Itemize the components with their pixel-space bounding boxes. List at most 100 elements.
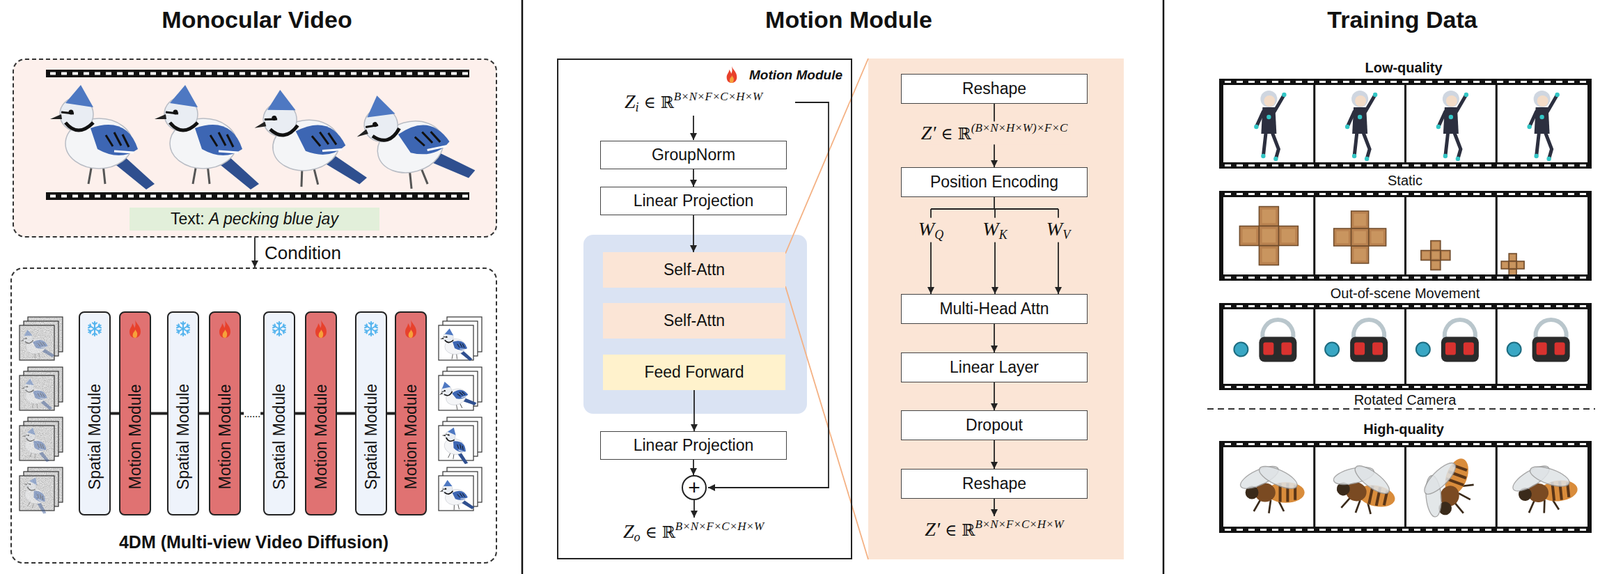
- film-strip: [1556, 385, 1563, 388]
- film-strip: [339, 194, 346, 198]
- wooden-blocks: [1258, 245, 1279, 266]
- anime-figure: [1442, 90, 1460, 108]
- module-icon: [401, 318, 421, 340]
- film-strip: [1224, 164, 1231, 167]
- wooden-blocks: [1421, 240, 1451, 271]
- film-strip: [1579, 164, 1587, 167]
- box-label: GroupNorm: [651, 145, 736, 165]
- ring-objects: [1353, 319, 1385, 340]
- film-strip: [116, 72, 123, 76]
- anime-figure: [1533, 153, 1539, 159]
- box-label: Position Encoding: [930, 172, 1059, 192]
- film-strip: [50, 194, 56, 198]
- film-strip: [1219, 190, 1592, 281]
- film-strip: [1248, 528, 1255, 531]
- film-strip: [1520, 192, 1527, 195]
- anime-figure: [1357, 114, 1362, 120]
- film-strip: [1556, 528, 1563, 531]
- film-strip: [1508, 276, 1516, 279]
- bird: [249, 79, 368, 198]
- film-strip: [1414, 385, 1421, 388]
- formula: WV: [1043, 217, 1073, 243]
- film-strip: [1496, 192, 1504, 195]
- film-strip: [384, 194, 390, 198]
- module-icon: [173, 318, 193, 340]
- box-label: Linear Projection: [633, 191, 755, 211]
- anime-figure: [1352, 153, 1357, 159]
- wooden-blocks: [1262, 229, 1277, 243]
- film-strip: [250, 72, 257, 76]
- film-strip: [1579, 304, 1587, 308]
- film-strip: [1425, 276, 1433, 279]
- film-strip: [1366, 385, 1374, 388]
- film-strip: [1248, 385, 1255, 388]
- film-strip: [1556, 192, 1563, 195]
- ring-objects: [1281, 342, 1292, 356]
- film-strip: [45, 69, 470, 78]
- film-strip: [1248, 304, 1255, 308]
- bird: [435, 373, 478, 416]
- connector: [994, 382, 995, 411]
- bird: [154, 84, 260, 190]
- connector-line: [254, 237, 256, 268]
- math-sub: Q: [934, 227, 944, 242]
- film-strip: [284, 72, 290, 76]
- film-strip: [451, 72, 457, 76]
- wooden-blocks: [1508, 253, 1517, 262]
- process-box: GroupNorm: [600, 140, 787, 170]
- film-strip: [1272, 164, 1279, 167]
- film-strip: [1485, 276, 1492, 279]
- connector-line: [295, 412, 305, 415]
- process-box: Reshape: [900, 73, 1088, 104]
- film-strip: [1473, 304, 1480, 308]
- panel-title: Motion Module: [765, 6, 933, 34]
- film-strip: [1520, 442, 1527, 445]
- wooden-blocks: [1351, 245, 1369, 264]
- math-z: W: [1046, 217, 1063, 240]
- film-strip: [1402, 192, 1409, 195]
- film-strip: [1544, 164, 1551, 167]
- connector: [693, 215, 695, 253]
- math-sup: B×N×F×C×H×W: [673, 89, 763, 104]
- anime-figure: [1436, 90, 1469, 161]
- film-strip: [1495, 78, 1498, 169]
- wooden-blocks: [1262, 248, 1277, 263]
- film-strip: [217, 194, 223, 198]
- noise-frame-stack: [18, 325, 56, 363]
- wooden-blocks: [1510, 262, 1516, 269]
- connector-line: [692, 169, 695, 187]
- film-strip: [1307, 276, 1314, 279]
- film-strip: [1402, 276, 1409, 279]
- bird: [18, 426, 55, 463]
- film-strip: [1248, 192, 1255, 195]
- connector: [694, 389, 695, 431]
- zoom-line: [785, 58, 869, 560]
- film-strip: [362, 72, 368, 76]
- anime-figure: [1539, 114, 1544, 120]
- anime-figure: [1263, 130, 1266, 156]
- film-strip: [1343, 164, 1350, 167]
- film-strip: [1378, 164, 1385, 167]
- wooden-blocks: [1353, 248, 1367, 262]
- connector-line: [692, 459, 695, 475]
- film-strip: [1437, 192, 1445, 195]
- film-strip: [1461, 442, 1468, 445]
- strip-caption: Out-of-scene Movement: [1330, 285, 1481, 302]
- bee: [1256, 461, 1300, 493]
- anime-figure: [1537, 95, 1549, 107]
- bee: [1527, 462, 1572, 491]
- film-strip: [250, 194, 257, 198]
- film-strip: [1404, 78, 1407, 169]
- anime-figure: [1253, 124, 1259, 129]
- film-strip: [1473, 80, 1480, 83]
- film-strip: [1496, 304, 1504, 308]
- connector: [994, 323, 995, 353]
- film-strip: [1449, 442, 1456, 445]
- connector-line: [693, 389, 695, 431]
- film-strip: [1224, 385, 1231, 388]
- connector-line: [692, 215, 695, 253]
- ring-objects: [1262, 319, 1293, 340]
- film-strip: [1425, 442, 1433, 445]
- film-strip: [1532, 80, 1539, 83]
- wooden-blocks: [1501, 253, 1525, 277]
